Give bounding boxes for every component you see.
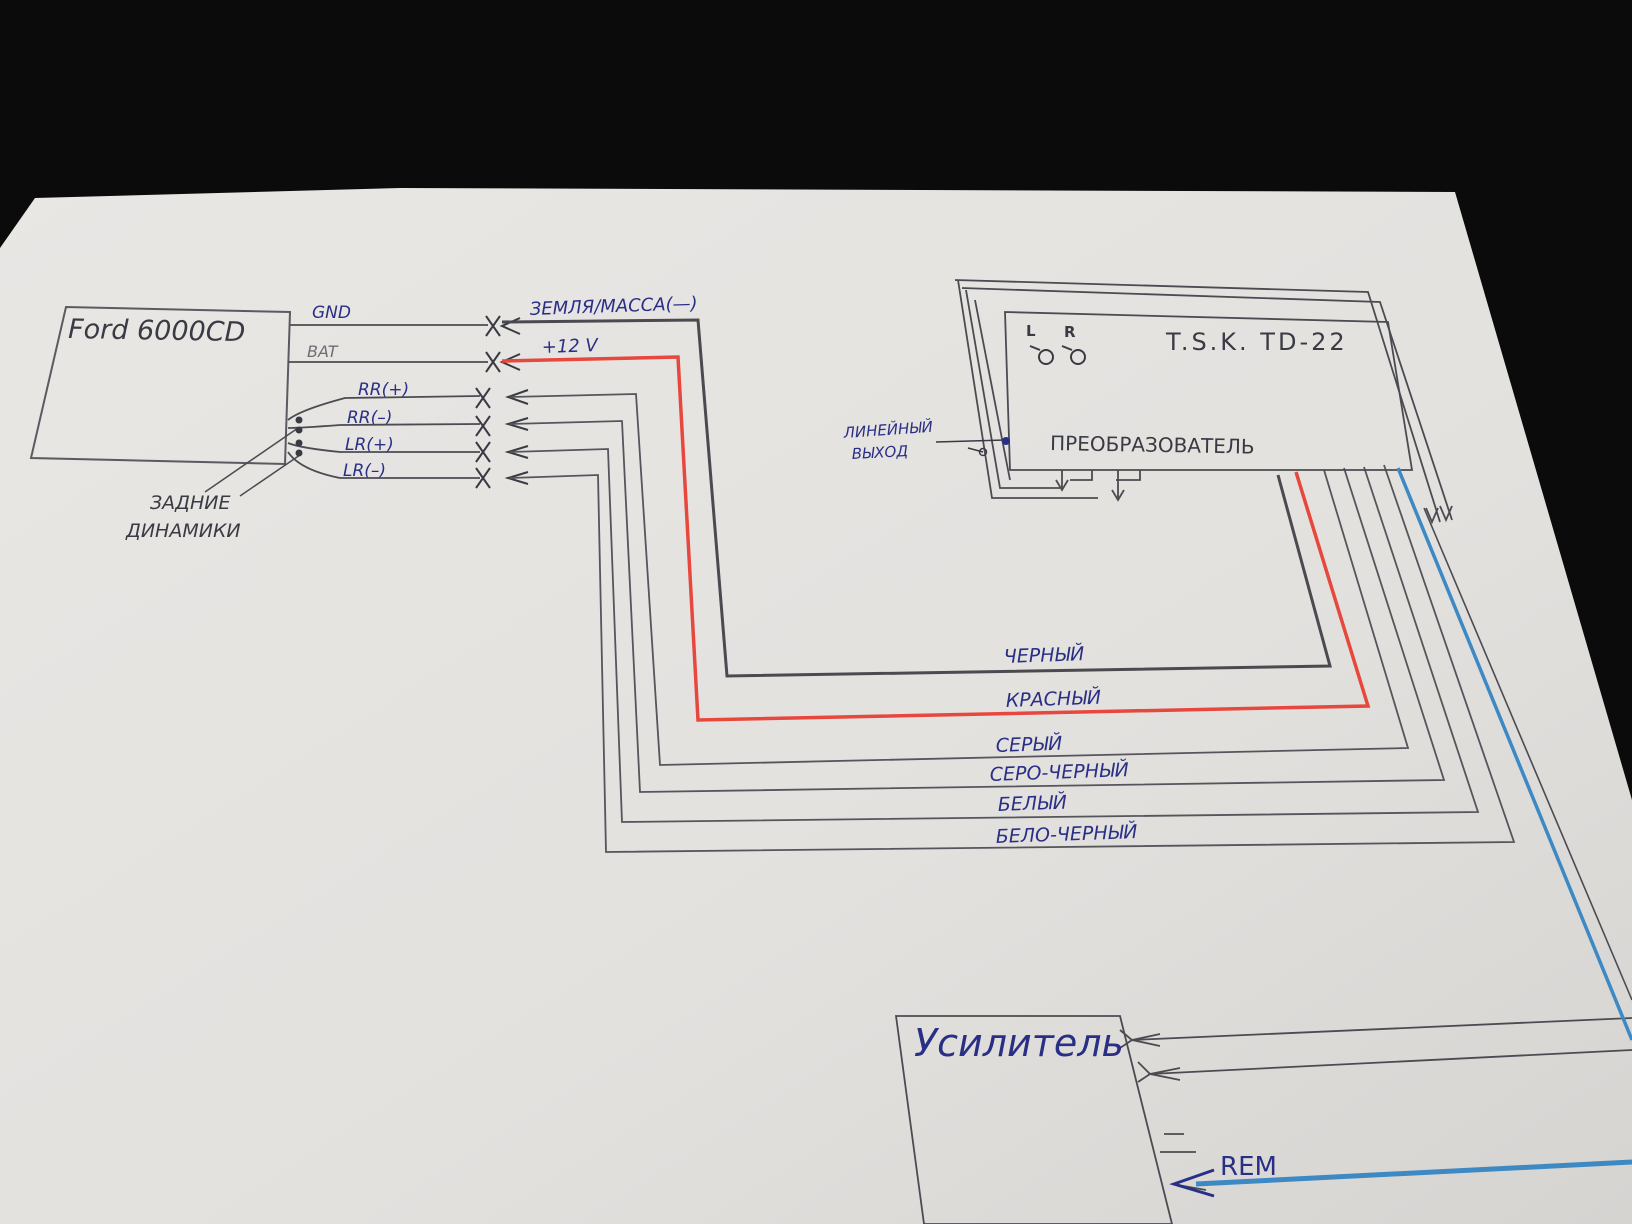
wire-label-black: ЧЕРНЫЙ [1003,642,1084,668]
pin-rr-plus-label: RR(+) [358,380,409,400]
rca-jacks [1029,345,1086,365]
wire-label-white-black: БЕЛО-ЧЕРНЫЙ [995,820,1137,848]
wire-grey [509,393,1410,766]
wire-red [501,355,1371,722]
paper-sheet [0,188,1632,1224]
wire-white-black [509,464,1516,853]
wire-runs [501,318,1516,853]
rem-wire [1195,1159,1632,1187]
wire-label-red: КРАСНЫЙ [1005,686,1101,712]
junction-dots [295,416,303,457]
converter-title: T.S.K. TD-22 [1165,328,1348,356]
wire-white [509,448,1480,823]
pin-lr-minus-label: LR(–) [343,461,386,481]
rca-jack-left-label: L [1026,322,1036,340]
head-unit: Ford 6000CD GND BAT RR(+) RR(–) LR(+) LR… [29,303,409,542]
pin-lr-plus-label: LR(+) [345,435,394,455]
wire-black [501,318,1332,678]
plus12-label: +12 V [541,335,599,358]
converter-box [1004,311,1414,471]
amplifier-box [894,1015,1173,1224]
rca-jack-right-label: R [1064,323,1076,341]
wire-label-white: БЕЛЫЙ [997,791,1067,816]
amplifier-rem-label: REM [1220,1152,1277,1182]
amplifier-block [894,1015,1632,1224]
converter-block [954,279,1453,525]
rca-jack-left [1038,349,1054,365]
converter-subtitle: ПРЕОБРАЗОВАТЕЛЬ [1050,431,1255,459]
line-out [935,437,1010,457]
pin-rr-minus-label: RR(–) [347,408,392,428]
head-unit-leads [287,324,488,479]
amplifier-title: Усилитель [914,1021,1124,1065]
pin-gnd-label: GND [312,303,351,323]
rem-arrow [1169,1168,1215,1198]
wire-grey-black [509,420,1446,793]
head-unit-box [29,305,292,466]
rear-speakers-note-line2: ДИНАМИКИ [125,520,241,542]
rca-jack-right [1070,349,1086,365]
head-unit-title: Ford 6000CD [68,314,246,348]
wire-label-grey-black: СЕРО-ЧЕРНЫЙ [989,758,1129,786]
pin-bat-label: BAT [307,342,339,361]
blue-trunk-wire-2 [1423,507,1632,1001]
rear-speakers-note-line1: ЗАДНИЕ [150,492,231,514]
rear-speakers-pointer [204,427,301,497]
line-out-label-line2: ВЫХОД [851,442,909,463]
wire-label-grey: СЕРЫЙ [995,732,1062,757]
blue-trunk-wire [1396,467,1632,1041]
